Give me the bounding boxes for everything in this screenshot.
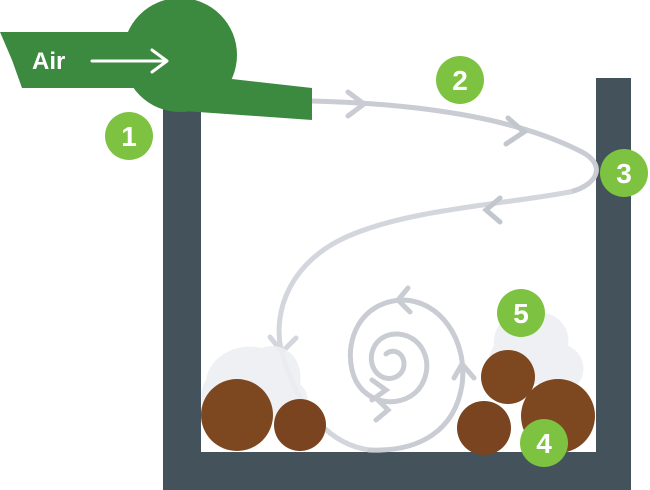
- marker-4: 4: [520, 419, 568, 467]
- left-rock-pile: [201, 345, 326, 451]
- flow-arrow-icon: [394, 285, 413, 315]
- airflow-stream-top: [309, 98, 599, 195]
- air-inlet-duct: [0, 32, 180, 88]
- flow-arrow-icon: [482, 195, 503, 225]
- marker-1-label: 1: [121, 121, 137, 152]
- rock: [457, 401, 511, 455]
- marker-2: 2: [436, 56, 484, 104]
- rock: [201, 379, 273, 451]
- marker-5: 5: [497, 289, 545, 337]
- arrow-right-icon: [90, 48, 169, 74]
- flow-arrow-icon: [345, 89, 369, 119]
- container-left-wall: [163, 100, 201, 490]
- marker-4-label: 4: [536, 428, 552, 459]
- marker-5-label: 5: [513, 298, 529, 329]
- airflow-stream-floor: [367, 297, 466, 453]
- flow-arrow-icon: [373, 395, 392, 423]
- marker-3: 3: [600, 149, 648, 197]
- rock: [274, 399, 326, 451]
- rock: [481, 350, 535, 404]
- air-label: Air: [32, 48, 65, 75]
- marker-3-label: 3: [616, 158, 632, 189]
- flow-arrow-icon: [451, 359, 477, 381]
- airflow-spiral: [347, 297, 430, 405]
- marker-1: 1: [105, 112, 153, 160]
- air-blower: Air: [0, 0, 312, 120]
- container-right-wall: [596, 78, 631, 490]
- marker-2-label: 2: [452, 65, 468, 96]
- flow-arrow-icon: [503, 115, 529, 147]
